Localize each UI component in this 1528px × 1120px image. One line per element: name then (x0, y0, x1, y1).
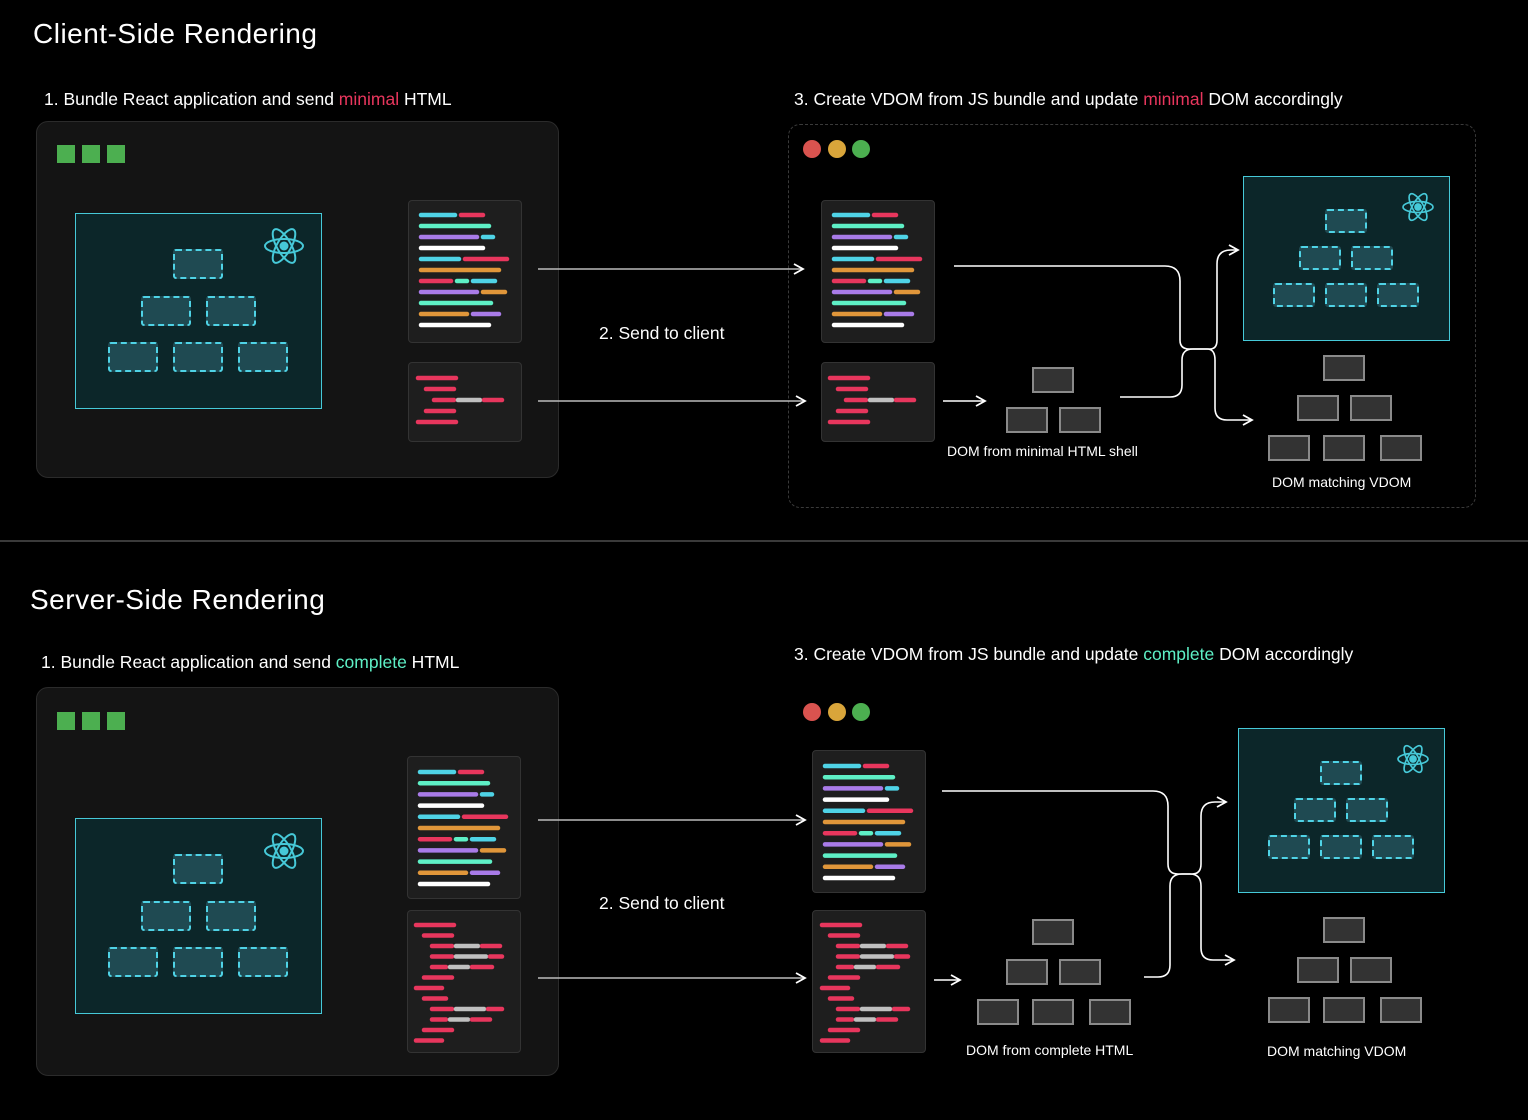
dom-node (1006, 407, 1048, 433)
dom-node (1297, 395, 1339, 421)
vdom-node (108, 947, 158, 977)
js-bundle-code-lines (417, 212, 923, 887)
react-icon (1402, 192, 1434, 222)
ssr-vdom-box (1238, 728, 1445, 893)
traffic-light-icon (852, 140, 870, 158)
csr-caption-vdom: DOM matching VDOM (1272, 474, 1412, 490)
dom-node (1059, 959, 1101, 985)
dom-node (1323, 355, 1365, 381)
dom-node (1268, 997, 1310, 1023)
vdom-node (206, 296, 256, 326)
ssr-caption-vdom: DOM matching VDOM (1267, 1043, 1407, 1059)
arrow-icon (538, 790, 1236, 986)
vdom-node (1372, 835, 1414, 859)
dom-node (1089, 999, 1131, 1025)
section-divider (0, 540, 1528, 542)
dom-node (1297, 957, 1339, 983)
dom-node (1006, 959, 1048, 985)
react-icon (264, 833, 304, 869)
traffic-light-icon (803, 703, 821, 721)
vdom-node (1351, 246, 1393, 270)
vdom-node (108, 342, 158, 372)
react-icon (264, 228, 304, 264)
dom-node (1059, 407, 1101, 433)
csr-vdom-box (1243, 176, 1450, 341)
vdom-node (1377, 283, 1419, 307)
vdom-node (173, 854, 223, 884)
traffic-light-icon (803, 140, 821, 158)
traffic-light-icon (852, 703, 870, 721)
vdom-node (1325, 283, 1367, 307)
dom-node (1032, 367, 1074, 393)
window-square-icon (107, 712, 125, 730)
vdom-node (1320, 835, 1362, 859)
window-square-icon (82, 712, 100, 730)
dom-node (1032, 919, 1074, 945)
dom-node (1323, 435, 1365, 461)
csr-step3: 3. Create VDOM from JS bundle and update… (794, 89, 1343, 109)
vdom-node (173, 249, 223, 279)
dom-node (1350, 957, 1392, 983)
vdom-node (141, 901, 191, 931)
traffic-light-icon (828, 140, 846, 158)
dom-node (1350, 395, 1392, 421)
csr-step2: 2. Send to client (599, 323, 725, 343)
vdom-node (1320, 761, 1362, 785)
dom-node (1268, 435, 1310, 461)
ssr-step2: 2. Send to client (599, 893, 725, 913)
vdom-node (141, 296, 191, 326)
window-square-icon (57, 712, 75, 730)
arrow-icon (538, 244, 1254, 426)
vdom-node (206, 901, 256, 931)
csr-title: Client-Side Rendering (33, 18, 318, 49)
vdom-node (238, 947, 288, 977)
dom-node (1323, 917, 1365, 943)
html-code-lines (413, 375, 917, 1043)
vdom-node (173, 342, 223, 372)
csr-caption-shell: DOM from minimal HTML shell (947, 443, 1138, 459)
dom-node (977, 999, 1019, 1025)
vdom-node (1273, 283, 1315, 307)
ssr-step1: 1. Bundle React application and send com… (41, 652, 460, 672)
react-icon (1397, 744, 1429, 774)
vdom-node (1346, 798, 1388, 822)
ssr-title: Server-Side Rendering (30, 584, 326, 615)
window-square-icon (57, 145, 75, 163)
vdom-node (1294, 798, 1336, 822)
csr-step1: 1. Bundle React application and send min… (44, 89, 452, 109)
traffic-light-icon (828, 703, 846, 721)
vdom-node (238, 342, 288, 372)
dom-node (1323, 997, 1365, 1023)
vdom-node (1325, 209, 1367, 233)
vdom-node (1268, 835, 1310, 859)
dom-node (1380, 435, 1422, 461)
ssr-caption-shell: DOM from complete HTML (966, 1042, 1134, 1058)
window-square-icon (107, 145, 125, 163)
window-square-icon (82, 145, 100, 163)
vdom-node (173, 947, 223, 977)
ssr-step3: 3. Create VDOM from JS bundle and update… (794, 644, 1354, 664)
dom-node (1032, 999, 1074, 1025)
csr-client-panel (788, 124, 1476, 508)
vdom-node (1299, 246, 1341, 270)
dom-node (1380, 997, 1422, 1023)
